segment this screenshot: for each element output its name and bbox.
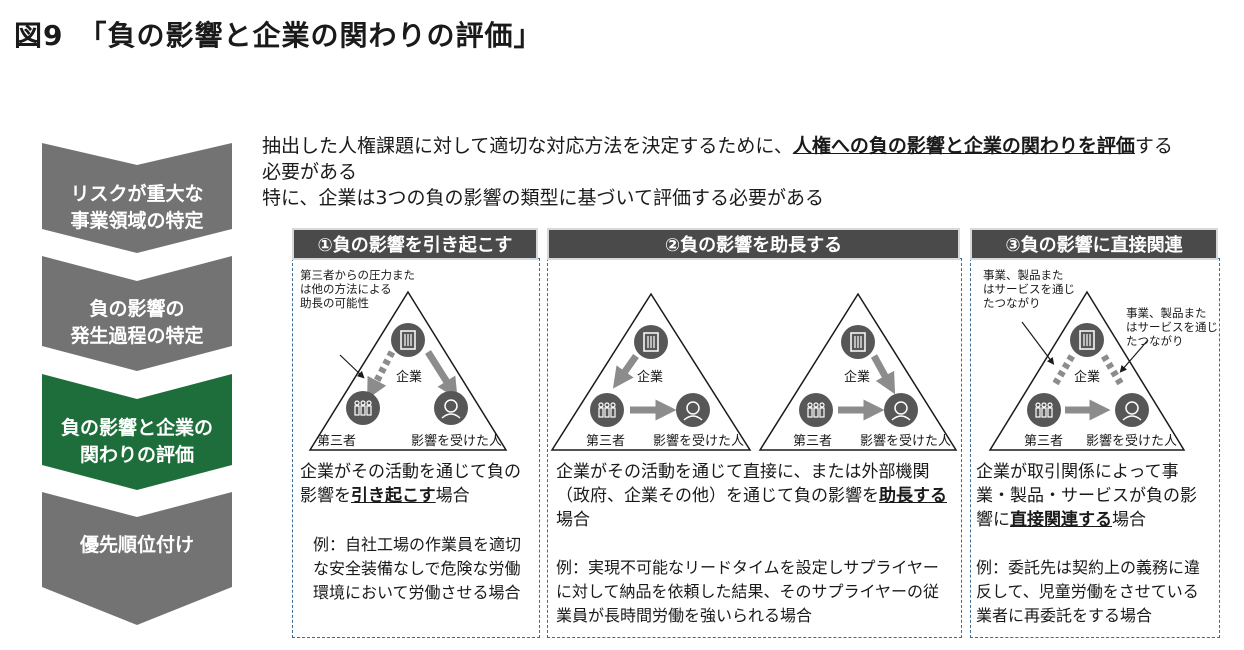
column-header-3: ③負の影響に直接関連	[970, 228, 1218, 260]
step-shape	[42, 143, 232, 253]
company-icon	[390, 322, 426, 358]
note-link-left: 事業、製品また はサービスを通じ たつながり	[983, 268, 1075, 310]
company-icon	[840, 324, 876, 360]
affected-person-icon	[433, 390, 469, 426]
intro-text: 抽出した人権課題に対して適切な対応方法を決定するために、人権への負の影響と企業の…	[262, 133, 1237, 211]
company-icon	[1069, 322, 1105, 358]
affected-label: 影響を受けた人	[653, 434, 745, 449]
affected-person-icon	[883, 392, 919, 428]
column-3-description: 企業が取引関係によって事業・製品・サービスが負の影響に直接関連する場合	[976, 462, 1197, 530]
note-pressure: 第三者からの圧力また は他の方法による 助長の可能性	[300, 268, 415, 310]
step-prioritize: 優先順位付け	[42, 492, 260, 625]
third-party-icon	[589, 392, 625, 428]
column-1-description: 企業がその活動を通じて負の影響を引き起こす場合	[300, 462, 521, 506]
step-label: 負の影響と企業の 関わりの評価	[60, 417, 213, 466]
intro-emphasis: 人権への負の影響と企業の関わりを評価	[792, 135, 1135, 157]
step-label: 優先順位付け	[79, 534, 194, 556]
affected-label: 影響を受けた人	[1086, 434, 1178, 449]
step-label: 負の影響の 発生過程の特定	[70, 298, 204, 347]
triangle-diagram-1	[308, 290, 508, 451]
intro-line2: 必要がある	[262, 161, 358, 183]
triangle-diagram-3	[988, 290, 1186, 451]
third-party-label: 第三者	[793, 434, 833, 449]
company-label: 企業	[844, 370, 871, 385]
company-label: 企業	[396, 370, 423, 385]
third-party-icon	[1026, 392, 1062, 428]
third-party-icon	[798, 392, 834, 428]
column-header-1: ①負の影響を引き起こす	[292, 228, 538, 260]
third-party-label: 第三者	[317, 434, 357, 449]
column-header-2: ②負の影響を助長する	[547, 228, 960, 260]
step-evaluation: 負の影響と企業の 関わりの評価	[42, 374, 260, 490]
company-icon	[633, 324, 669, 360]
page-title: 図9 「負の影響と企業の関わりの評価」	[14, 19, 543, 52]
step-shape	[42, 374, 232, 490]
affected-person-icon	[675, 392, 711, 428]
step-shape	[42, 256, 232, 371]
triangle-diagram-2b	[758, 292, 958, 451]
note-link-right: 事業、製品また はサービスを通じ たつながり	[1126, 306, 1218, 348]
affected-label: 影響を受けた人	[860, 434, 952, 449]
step-label: リスクが重大な 事業領域の特定	[70, 183, 204, 232]
column-3-example: 例：委託先は契約上の義務に違反して、児童労働をさせている業者に再委託をする場合	[976, 558, 1201, 625]
third-party-label: 第三者	[586, 434, 626, 449]
affected-person-icon	[1114, 392, 1150, 428]
intro-line3: 特に、企業は3つの負の影響の類型に基づいて評価する必要がある	[262, 187, 824, 209]
company-label: 企業	[637, 370, 664, 385]
step-shape	[42, 492, 232, 625]
step-risk-area: リスクが重大な 事業領域の特定	[42, 143, 260, 253]
intro-line1-a: 抽出した人権課題に対して適切な対応方法を決定するために、	[262, 135, 793, 157]
third-party-label: 第三者	[1024, 434, 1064, 449]
column-2-description: 企業がその活動を通じて直接に、または外部機関（政府、企業その他）を通じて負の影響…	[556, 462, 947, 530]
intro-line1-c: する	[1134, 135, 1173, 157]
step-process: 負の影響の 発生過程の特定	[42, 256, 260, 371]
column-2-example: 例：実現不可能なリードタイムを設定しサプライヤーに対して納品を依頼した結果、その…	[556, 558, 940, 625]
third-party-icon	[345, 390, 381, 426]
affected-label: 影響を受けた人	[411, 434, 503, 449]
triangle-diagram-2a	[550, 292, 752, 451]
column-1-example: 例：自社工場の作業員を適切な安全装備なしで危険な労働環境において労働させる場合	[313, 535, 522, 602]
company-label: 企業	[1074, 370, 1101, 385]
